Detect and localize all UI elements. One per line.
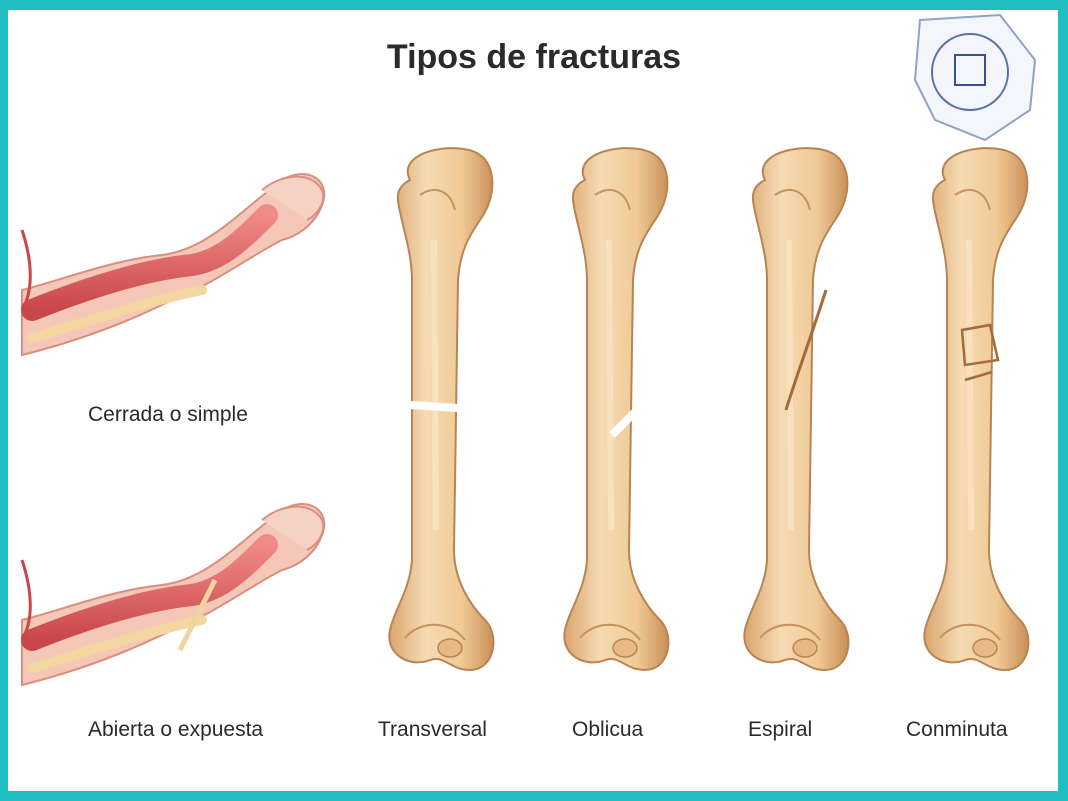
label-spiral: Espiral bbox=[748, 718, 812, 742]
bone-spiral bbox=[744, 148, 848, 670]
arm-closed-fracture bbox=[22, 174, 324, 355]
label-transverse: Transversal bbox=[378, 718, 487, 742]
bone-oblique bbox=[564, 148, 668, 670]
label-closed: Cerrada o simple bbox=[88, 403, 248, 427]
label-comminuted: Conminuta bbox=[906, 718, 1008, 742]
seal-icon bbox=[915, 15, 1035, 140]
arm-open-fracture bbox=[22, 504, 324, 685]
label-open: Abierta o expuesta bbox=[88, 718, 263, 742]
bone-transverse bbox=[389, 148, 493, 670]
label-oblique: Oblicua bbox=[572, 718, 643, 742]
bone-comminuted bbox=[924, 148, 1028, 670]
